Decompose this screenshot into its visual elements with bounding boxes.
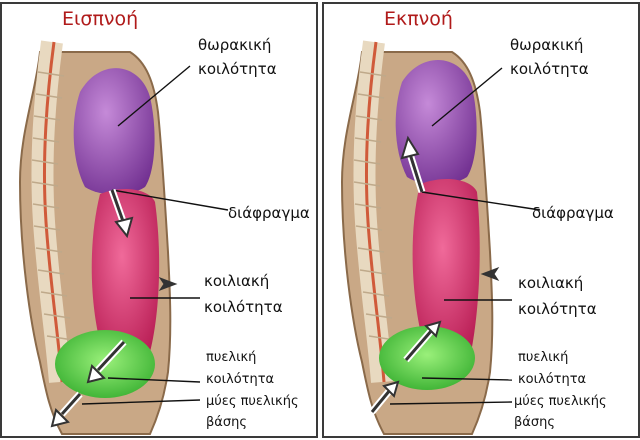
diaphragm-down-arrow bbox=[108, 188, 134, 239]
abdomen-in-arrow bbox=[480, 266, 500, 282]
torso-illustration bbox=[340, 40, 541, 435]
abdominal-label-line2: κοιλότητα bbox=[204, 298, 283, 316]
thoracic-cavity bbox=[73, 68, 155, 195]
pelvic-down-arrow-1 bbox=[86, 339, 127, 384]
abdomen-out-arrow bbox=[158, 276, 178, 292]
diaphragm-label: διάφραγμα bbox=[228, 204, 310, 222]
exhalation-title: Εκπνοή bbox=[384, 8, 453, 30]
thoracic-label-line1: θωρακική bbox=[510, 36, 584, 54]
inhalation-title: Εισπνοή bbox=[62, 8, 139, 30]
abdominal-label-line2: κοιλότητα bbox=[518, 300, 597, 318]
thoracic-label-line2: κοιλότητα bbox=[510, 60, 589, 78]
inhalation-panel: Εισπνοή θωρακική κοιλότητα διάφραγμα κοι… bbox=[0, 2, 318, 438]
pelvic-up-arrow-1 bbox=[403, 320, 442, 363]
pelvic-label-line1: πυελική bbox=[518, 350, 569, 365]
abdominal-label-line1: κοιλιακή bbox=[518, 274, 584, 292]
abdominal-cavity bbox=[91, 188, 160, 358]
pelvic-label-line2: κοιλότητα bbox=[206, 372, 275, 387]
pelvic-floor-label-line1: μύες πυελικής bbox=[206, 394, 299, 409]
abdominal-label-line1: κοιλιακή bbox=[204, 272, 270, 290]
pelvic-floor-label-line2: βάσης bbox=[206, 415, 247, 430]
pelvic-floor-label-line2: βάσης bbox=[514, 415, 555, 430]
abdominal-cavity bbox=[412, 178, 480, 353]
exhalation-panel: Εκπνοή θωρακική κοιλότητα διάφραγμα κοιλ… bbox=[322, 2, 640, 438]
pelvic-label-line2: κοιλότητα bbox=[518, 372, 587, 387]
torso-illustration bbox=[18, 40, 229, 435]
pelvic-label-line1: πυελική bbox=[206, 350, 257, 365]
thoracic-label-line2: κοιλότητα bbox=[198, 60, 277, 78]
thoracic-label-line1: θωρακική bbox=[198, 36, 272, 54]
pelvic-cavity bbox=[379, 326, 475, 390]
diaphragm-up-arrow bbox=[400, 135, 426, 194]
diaphragm-label: διάφραγμα bbox=[532, 204, 614, 222]
pelvic-down-arrow-2 bbox=[50, 391, 83, 428]
pelvic-up-arrow-2 bbox=[369, 380, 400, 415]
pelvic-floor-label-line1: μύες πυελικής bbox=[514, 394, 607, 409]
